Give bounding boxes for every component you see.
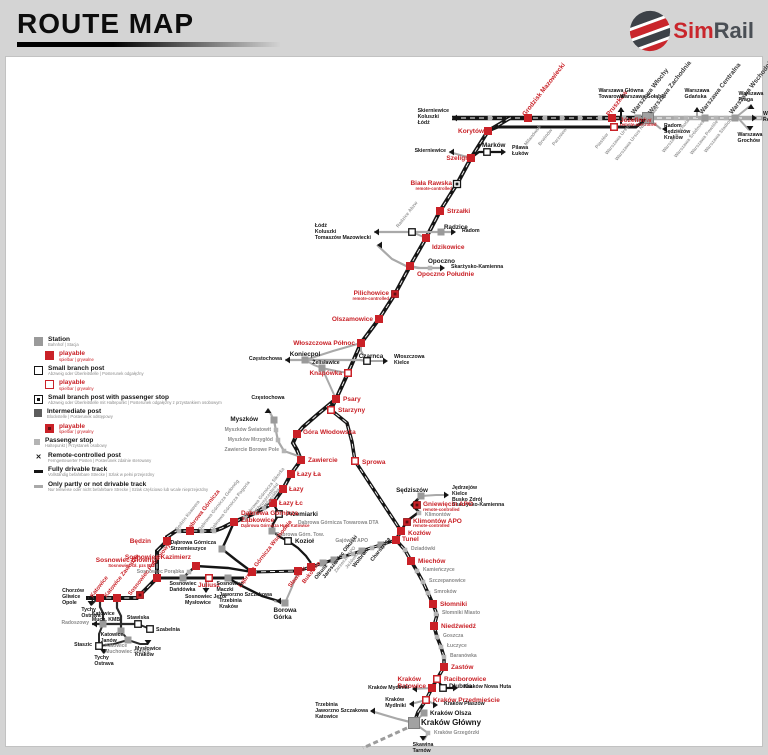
bpp-legend-icon [45, 380, 54, 390]
legend-sublabel: spielbar | grywalne [59, 356, 94, 362]
legend-label: Station [48, 336, 71, 343]
station-label: Warszawa Rembertów [763, 111, 768, 123]
header: ROUTE MAP SimRail [0, 0, 768, 58]
ps-legend-icon [34, 439, 40, 446]
legend-label: Only partly or not drivable track [48, 480, 147, 488]
simrail-wordmark: SimRail [673, 18, 754, 44]
st-legend-icon [34, 337, 43, 346]
legend-sublabel: Ferngesteuerter Posten | Posterunek zdal… [48, 457, 152, 463]
bp-legend-icon [34, 365, 43, 375]
legend-sublabel: Abzweig oder Überleitstelle mit Haltepun… [48, 400, 222, 406]
legend-label: Small branch post with passenger stop [48, 393, 169, 401]
legend-label: Small branch post [48, 364, 105, 372]
legend-label: Intermediate post [47, 408, 102, 416]
stp-legend-icon [45, 351, 54, 361]
legend-label: playable [59, 350, 86, 358]
legend-label: playable [59, 422, 86, 430]
legend-label: playable [59, 379, 86, 387]
legend-sublabel: Nur teilweise oder nicht befahrbare Stre… [48, 486, 209, 492]
legend-sublabel: spielbar | grywalny [59, 428, 94, 434]
legend-sublabel: Blockstelle | Posterunek odstępowy [47, 414, 113, 420]
legend-label: Passenger stop [45, 437, 94, 445]
rc-legend-icon: ✕ [35, 453, 42, 461]
legend-sublabel: Haltepunkt | Przystanek osobowy [45, 443, 107, 449]
logo-rail-text: Rail [713, 18, 754, 43]
legend-sublabel: Bahnhof | Stacja [48, 342, 79, 348]
legend-label: Remote-controlled post [48, 451, 121, 459]
legend-sublabel: spielbar | grywalny [59, 385, 94, 391]
title-underline [17, 42, 292, 47]
ipp-legend-icon [45, 423, 54, 433]
simrail-emblem-icon [627, 8, 674, 54]
ip-legend-icon [34, 409, 42, 418]
logo-sim-text: Sim [673, 18, 714, 43]
trkg-legend-icon [34, 484, 43, 488]
legend-label: Fully drivable track [48, 466, 108, 474]
page-title: ROUTE MAP [17, 8, 194, 39]
simrail-logo: SimRail [627, 6, 754, 56]
legend-sublabel: Vollständig befahrbare Strecke | Szlak w… [48, 472, 155, 478]
legend-sublabel: Abzweig oder Überleitstelle | Posterunek… [48, 371, 144, 377]
trk-legend-icon [34, 470, 43, 474]
bps-legend-icon [34, 394, 43, 404]
